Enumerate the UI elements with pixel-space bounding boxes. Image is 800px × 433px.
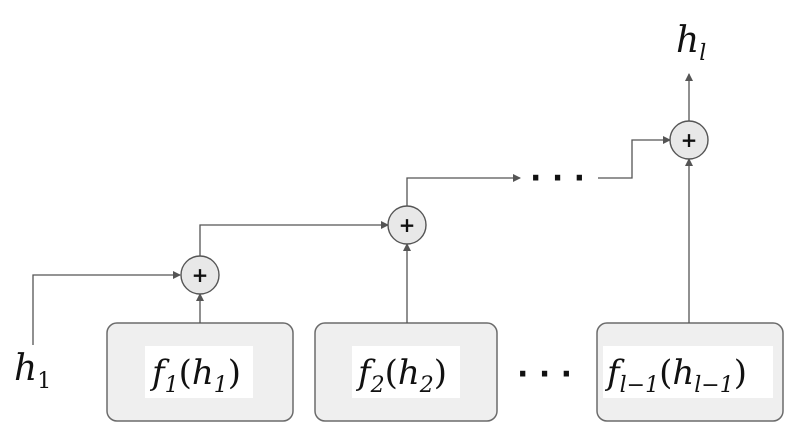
skip-wire-4 [598,136,671,179]
skip-wire-3 [406,174,521,206]
plus-icon: + [192,263,209,287]
block-f2-label-bg [352,346,460,398]
plus-icon: + [681,128,698,152]
adder-l: + [669,120,709,160]
output-label-hl: hl [676,20,706,66]
adder-l-circle [669,120,709,160]
block-fl-1-label-bg [603,346,773,398]
ellipsis-bottom: · · · [517,357,572,392]
skip-wire-2 [199,221,389,256]
block-f2: f2(h2) [314,322,498,422]
block-fl-1: fl−1(hl−1) [596,322,784,422]
plus-icon: + [399,213,416,237]
ellipsis-top: · · · [530,161,585,196]
adder-2-circle [387,205,427,245]
skip-wire-1 [32,271,181,345]
block-f1-label: f1(h1) [149,353,241,398]
block-f2-label: f2(h2) [355,353,447,398]
block-f1: f1(h1) [106,322,294,422]
adder-2: + [387,205,427,245]
block-f1-label-bg [145,346,253,398]
adder-1: + [180,255,220,295]
block-fl-1-label: fl−1(hl−1) [604,353,747,398]
input-label-h1: h1 [14,348,51,394]
adder-1-circle [180,255,220,295]
